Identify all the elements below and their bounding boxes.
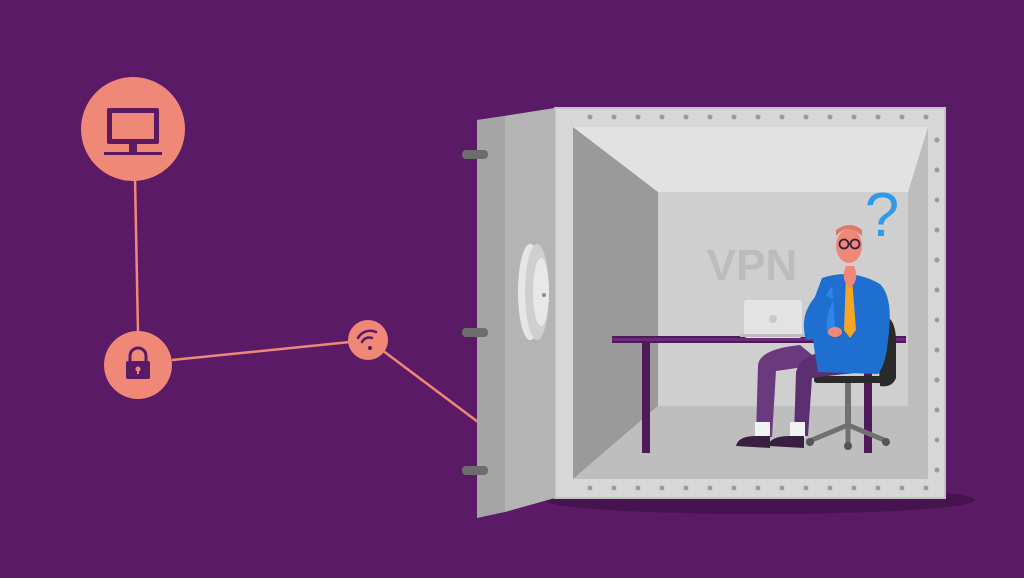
door-hinge (462, 466, 488, 475)
padlock-icon (126, 346, 150, 379)
door-hinge (462, 328, 488, 337)
vault-vpn-label: VPN (707, 241, 797, 290)
desk (612, 336, 906, 453)
monitor-icon (104, 108, 162, 155)
person (736, 225, 890, 448)
wifi-node (348, 320, 388, 360)
vault-rivets (587, 114, 940, 491)
lock-node (104, 331, 172, 399)
wifi-icon (356, 329, 378, 350)
question-mark: ? (865, 181, 899, 250)
monitor-node (81, 77, 185, 181)
laptop-icon (740, 300, 806, 338)
network-connections (133, 177, 479, 423)
vault-door (462, 108, 555, 518)
door-hinge (462, 150, 488, 159)
vault-dial-icon (518, 244, 549, 340)
